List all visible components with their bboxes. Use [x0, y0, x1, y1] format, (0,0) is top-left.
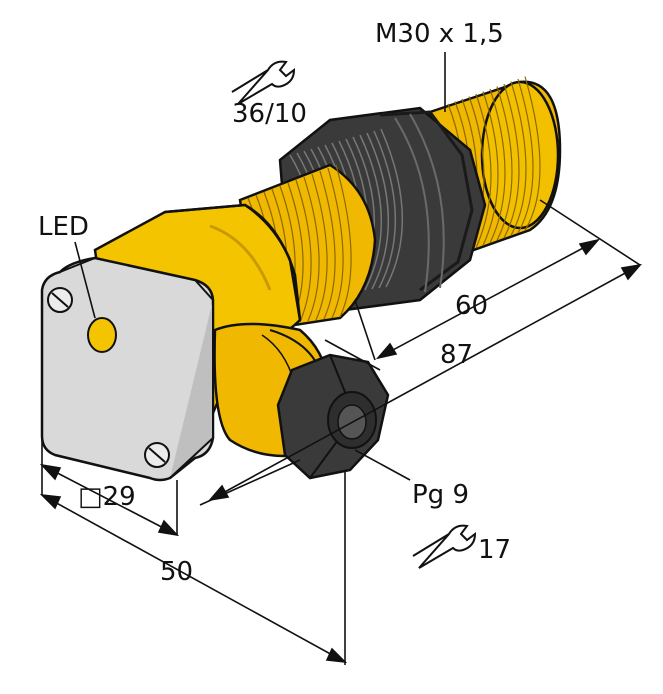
threads-rear-line [319, 170, 336, 320]
threads-front-line [510, 81, 527, 236]
cable-gland-label: Pg 9 [412, 480, 469, 510]
threads-front-line [475, 93, 492, 249]
nut-ridges-line [380, 128, 403, 288]
nut-ridges-line [359, 134, 383, 291]
thread-lines-front [447, 76, 541, 259]
threads-rear-line [311, 173, 328, 321]
threads-front-line [503, 83, 520, 239]
screw-bottom [144, 442, 170, 468]
led-indicator [87, 317, 117, 353]
housing-square-label: □29 [78, 482, 136, 512]
nut-ridges-line [373, 130, 397, 289]
gland-wrench-size-label: 17 [478, 535, 511, 565]
nut-ridges-line [366, 132, 390, 290]
thread-label: M30 x 1,5 [375, 19, 504, 49]
screw-top [47, 287, 73, 313]
front-cap [40, 256, 215, 482]
dimension-lines [39, 52, 643, 665]
threads-rear-line [303, 176, 320, 322]
threads-front-line [489, 88, 506, 244]
housing-length-label: 50 [160, 557, 193, 587]
length-total-label: 87 [440, 340, 473, 370]
nut-wrench-size-label: 36/10 [232, 99, 307, 129]
threads-front-line [517, 78, 534, 234]
threads-front-line [496, 86, 513, 241]
led-label: LED [38, 212, 89, 242]
length-thread-label: 60 [455, 291, 488, 321]
threads-front-line [524, 76, 541, 231]
threads-rear-line [327, 167, 344, 319]
threads-rear-line [295, 179, 312, 323]
wrench-icon [231, 60, 296, 105]
wrench-icon [412, 524, 477, 569]
threads-front-line [482, 91, 499, 246]
threads-rear-line [335, 164, 352, 318]
